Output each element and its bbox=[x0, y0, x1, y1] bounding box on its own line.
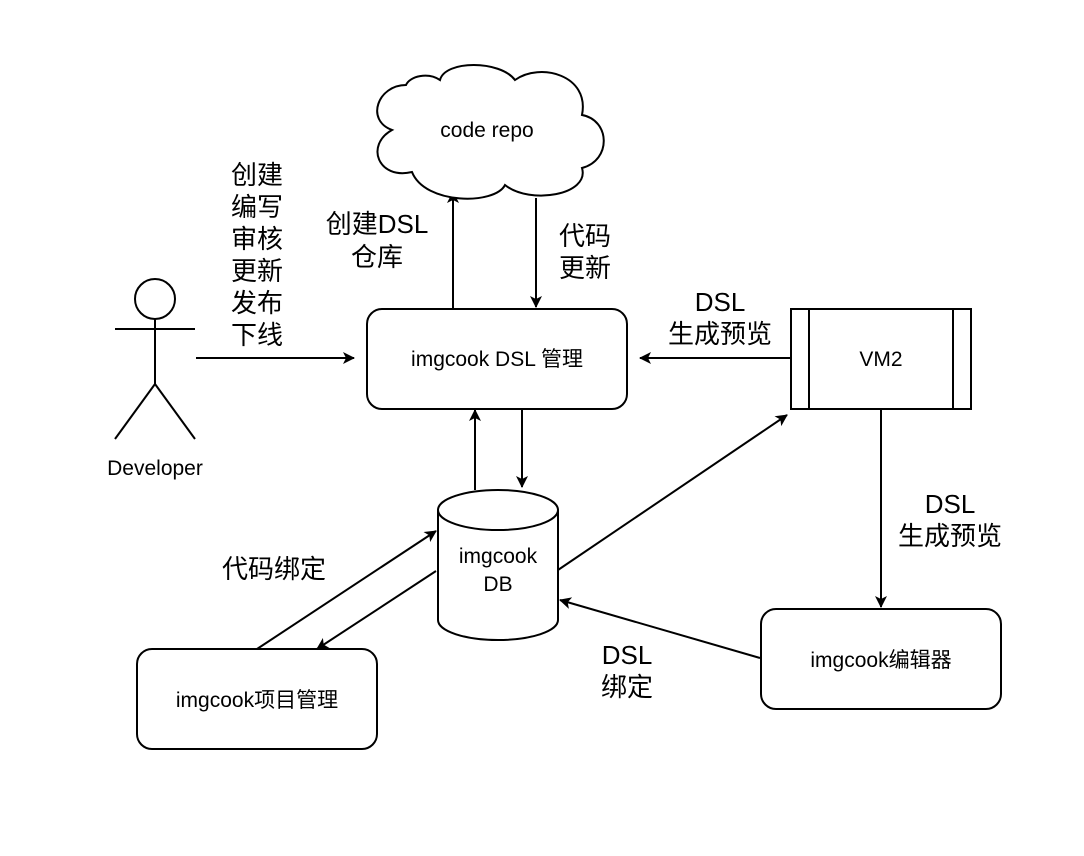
developer-actor: Developer bbox=[107, 278, 203, 480]
edge-editor-to-db bbox=[559, 597, 761, 659]
edge-label-line: 生成预览 bbox=[668, 319, 772, 349]
actor-right-leg bbox=[154, 383, 196, 440]
cloud-shape bbox=[376, 64, 605, 200]
code-bind-label: 代码绑定 bbox=[222, 554, 326, 584]
dsl-bind-label: DSL 绑定 bbox=[601, 640, 653, 702]
dsl-manager-label: imgcook DSL 管理 bbox=[411, 348, 583, 371]
editor-node: imgcook编辑器 bbox=[760, 608, 1002, 710]
code-repo-cloud: code repo bbox=[376, 64, 605, 200]
edge-label-line: 创建 bbox=[231, 160, 283, 190]
db-label-line1: imgcook bbox=[459, 545, 538, 568]
dsl-manager-box bbox=[366, 308, 628, 410]
create-repo-label: 创建DSL 仓库 bbox=[326, 209, 429, 272]
dsl-preview-right-label: DSL 生成预览 bbox=[898, 489, 1002, 551]
code-repo-label: code repo bbox=[440, 119, 533, 142]
edges bbox=[196, 191, 887, 659]
vm2-node: VM2 bbox=[790, 308, 972, 410]
edge-label-line: 代码 bbox=[559, 221, 611, 251]
edge-label-line: 仓库 bbox=[351, 242, 403, 272]
project-manager-box bbox=[136, 648, 378, 750]
edge-label-line: 下线 bbox=[231, 320, 283, 350]
edge-label-line: DSL bbox=[925, 489, 976, 519]
db-cylinder-top-rim bbox=[437, 509, 559, 531]
db-label-line2: DB bbox=[483, 573, 512, 596]
db-node: imgcook DB bbox=[437, 489, 559, 641]
dsl-manager-node: imgcook DSL 管理 bbox=[366, 308, 628, 410]
edge-label-line: 绑定 bbox=[601, 672, 653, 702]
edge-label-line: 编写 bbox=[231, 192, 283, 222]
edge-db-to-vm2 bbox=[557, 414, 788, 571]
edge-label-line: DSL bbox=[602, 640, 653, 670]
project-manager-node: imgcook项目管理 bbox=[136, 648, 378, 750]
code-update-label: 代码 更新 bbox=[559, 221, 611, 283]
edge-db-to-project-manager bbox=[316, 570, 437, 650]
vm2-label: VM2 bbox=[859, 348, 902, 371]
edge-label-line: 发布 bbox=[231, 288, 283, 318]
edge-label-line: 生成预览 bbox=[898, 521, 1002, 551]
editor-box bbox=[760, 608, 1002, 710]
edge-label-line: 更新 bbox=[559, 253, 611, 283]
editor-label: imgcook编辑器 bbox=[810, 649, 951, 672]
edge-label-line: 审核 bbox=[231, 224, 283, 254]
edge-label-line: DSL bbox=[695, 287, 746, 317]
actor-head bbox=[134, 278, 176, 320]
edge-label-line: 代码绑定 bbox=[222, 554, 326, 584]
edge-label-line: 更新 bbox=[231, 256, 283, 286]
vm2-box bbox=[790, 308, 972, 410]
edge-label-line: 创建DSL bbox=[326, 209, 429, 239]
edge-project-manager-to-db bbox=[256, 530, 437, 650]
developer-actions-label: 创建 编写 审核 更新 发布 下线 bbox=[231, 160, 283, 350]
developer-label: Developer bbox=[107, 457, 203, 480]
actor-left-leg bbox=[114, 383, 156, 440]
project-manager-label: imgcook项目管理 bbox=[176, 689, 338, 712]
dsl-preview-top-label: DSL 生成预览 bbox=[668, 287, 772, 349]
